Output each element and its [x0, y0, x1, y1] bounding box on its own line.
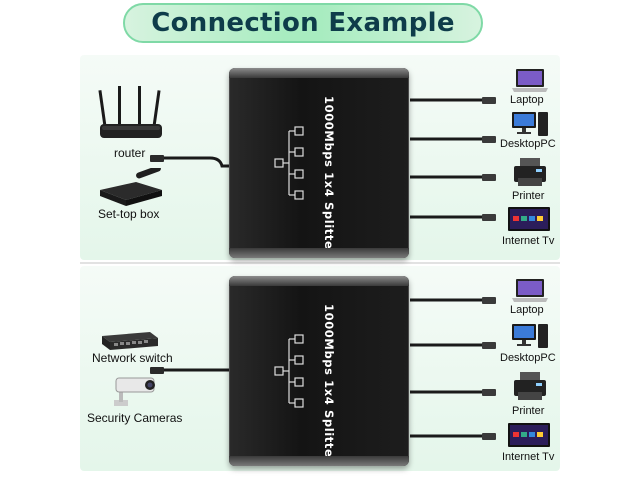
security-camera-icon	[114, 377, 155, 406]
output-device-label: Printer	[512, 405, 545, 417]
network-topology-icon	[274, 126, 304, 200]
output-cable	[410, 97, 496, 104]
output-device-label: Internet Tv	[502, 451, 555, 463]
laptop-icon	[512, 69, 548, 92]
ethernet-splitter: 1000Mbps 1x4 Splitter	[229, 276, 409, 466]
output-device-label: Internet Tv	[502, 235, 555, 247]
output-cable	[410, 214, 496, 221]
output-device-label: Laptop	[510, 304, 544, 316]
input-device-label: Security Cameras	[87, 411, 183, 425]
set-top-box-icon	[100, 168, 162, 206]
input-cable	[150, 367, 230, 374]
splitter-label: 1000Mbps 1x4 Splitter	[322, 304, 336, 464]
network-switch-icon	[102, 332, 158, 350]
printer-icon	[514, 372, 546, 400]
output-cable	[410, 174, 496, 181]
input-device-label: Network switch	[92, 351, 173, 365]
panel-divider	[80, 262, 560, 264]
input-device-label: Set-top box	[98, 207, 160, 221]
output-device-label: Laptop	[510, 94, 544, 106]
tv-icon	[508, 207, 550, 231]
input-cable	[150, 155, 230, 168]
desktop-pc-icon	[512, 324, 548, 348]
laptop-icon	[512, 279, 548, 302]
output-cable	[410, 433, 496, 440]
splitter-label: 1000Mbps 1x4 Splitter	[322, 96, 336, 256]
input-device-label: router	[114, 146, 146, 160]
printer-icon	[514, 158, 546, 186]
output-cable	[410, 389, 496, 396]
output-cable	[410, 136, 496, 143]
output-device-label: Printer	[512, 190, 545, 202]
network-topology-icon	[274, 334, 304, 408]
title-banner: Connection Example	[123, 3, 483, 43]
output-cable	[410, 297, 496, 304]
ethernet-splitter: 1000Mbps 1x4 Splitter	[229, 68, 409, 258]
desktop-pc-icon	[512, 112, 548, 136]
output-device-label: DesktopPC	[500, 138, 556, 150]
output-cable	[410, 342, 496, 349]
router-icon	[98, 86, 162, 138]
tv-icon	[508, 423, 550, 447]
page-title: Connection Example	[151, 8, 455, 38]
output-device-label: DesktopPC	[500, 352, 556, 364]
